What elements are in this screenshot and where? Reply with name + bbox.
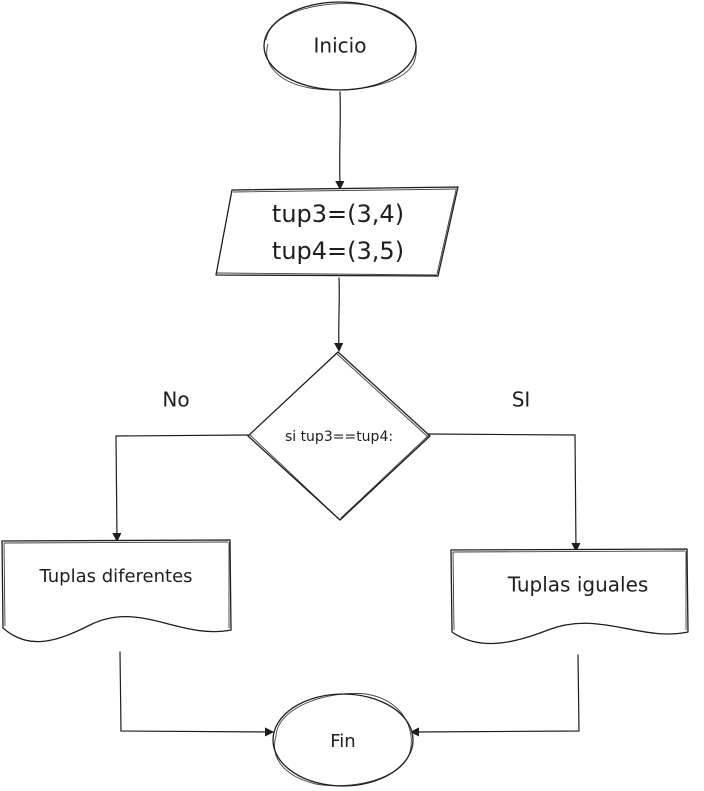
edge-start-to-input: [340, 91, 341, 188]
decision-diamond: si tup3==tup4:: [247, 351, 431, 521]
yes-output-label: Tuplas iguales: [507, 573, 649, 597]
yes-branch-label: SI: [512, 388, 531, 412]
start-label: Inicio: [314, 34, 367, 58]
no-output-label: Tuplas diferentes: [38, 566, 192, 587]
no-branch-label: No: [162, 388, 189, 412]
yes-output-document: Tuplas iguales: [450, 548, 689, 645]
edge-no-to-end: [119, 651, 272, 732]
edge-decision-to-no: [116, 434, 249, 540]
decision-label: si tup3==tup4:: [285, 429, 393, 445]
edge-decision-to-yes: [427, 433, 576, 550]
end-label: Fin: [330, 731, 355, 752]
input-parallelogram: tup3=(3,4) tup4=(3,5): [215, 186, 459, 277]
edge-yes-to-end: [412, 654, 580, 732]
input-line-1: tup3=(3,4): [272, 200, 404, 228]
edges: [116, 91, 580, 732]
input-line-2: tup4=(3,5): [272, 237, 404, 265]
start-terminator: Inicio: [263, 1, 417, 91]
edge-input-to-decision: [339, 277, 340, 350]
no-output-document: Tuplas diferentes: [1, 539, 232, 643]
end-terminator: Fin: [272, 692, 414, 787]
